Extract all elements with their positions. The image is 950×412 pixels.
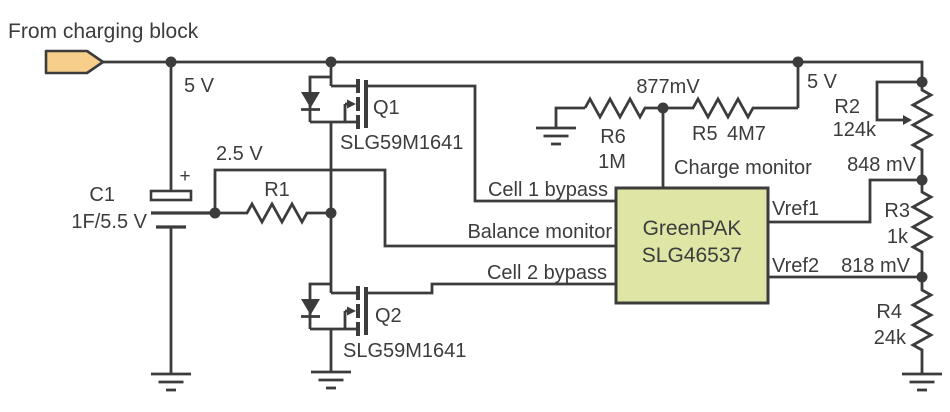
- ground-r6-icon: [536, 126, 576, 146]
- c1-polarity-mark: +: [179, 166, 190, 187]
- label-r2-value: 124k: [833, 119, 877, 141]
- label-balance-monitor: Balance monitor: [467, 221, 612, 243]
- r2-zigzag: [910, 82, 934, 180]
- r6-zigzag: [583, 96, 663, 120]
- resistor-r4: R4 24k: [874, 277, 942, 392]
- label-5v-right: 5 V: [807, 71, 838, 93]
- wire-vref1-route: [768, 178, 922, 224]
- trimmer-r2: R2 124k: [833, 80, 934, 180]
- label-vref2: Vref2: [772, 255, 819, 277]
- wire-cell2-route: [366, 282, 616, 295]
- ground-q2-icon: [311, 370, 351, 390]
- wire-cell2-bypass: Cell 2 bypass: [366, 262, 616, 295]
- wire-vref1: 848 mV Vref1: [768, 154, 922, 224]
- charging-input-tag-icon: [44, 49, 105, 75]
- label-r2-ref: R2: [834, 96, 860, 118]
- label-877mv: 877mV: [636, 76, 700, 98]
- label-r5-value: 4M7: [727, 123, 766, 145]
- junction-dot: [165, 56, 177, 68]
- label-q2-ref: Q2: [375, 305, 402, 327]
- input-connector: [44, 49, 105, 75]
- mosfet-q2: Q2 SLG59M1641: [301, 282, 466, 390]
- wire-balance-monitor: 2.5 V Balance monitor: [213, 143, 616, 248]
- title-label: From charging block: [8, 20, 199, 43]
- mosfet-q1: Q1 SLG59M1641: [301, 62, 463, 293]
- junction-dot: [916, 76, 928, 88]
- q1-body-arrow-icon: [347, 99, 356, 109]
- wire-5v-rail: [103, 60, 924, 82]
- label-r5-ref: R5: [692, 123, 718, 145]
- label-r1-ref: R1: [264, 179, 290, 201]
- r4-zigzag: [910, 277, 934, 374]
- r2-wiper-wire: [875, 80, 922, 122]
- power-rail-5v: 5 V 5 V: [103, 60, 924, 97]
- r2-wiper-arrow-icon: [903, 115, 912, 125]
- capacitor-c1: + C1 1F/5.5 V: [71, 62, 215, 392]
- label-5v-input: 5 V: [184, 75, 215, 97]
- r5-zigzag: [663, 96, 798, 120]
- junction-dot: [209, 207, 221, 219]
- wire-cell1-route: [366, 84, 616, 203]
- label-ic-name: GreenPAK: [643, 217, 742, 240]
- q2-body-diode-icon: [301, 299, 320, 315]
- c1-top-plate: [149, 189, 193, 202]
- label-c1-ref: C1: [89, 184, 115, 206]
- label-cell1-bypass: Cell 1 bypass: [488, 179, 608, 201]
- junction-dot: [916, 271, 928, 283]
- junction-dot: [792, 56, 804, 68]
- junction-dots: [165, 56, 928, 283]
- junction-dot: [916, 174, 928, 186]
- label-cell2-bypass: Cell 2 bypass: [487, 262, 607, 284]
- label-r6-ref: R6: [600, 126, 626, 148]
- greenpak-ic: GreenPAK SLG46537: [614, 186, 770, 305]
- wire-balance-route: [213, 168, 616, 248]
- label-charge-monitor: Charge monitor: [674, 157, 812, 179]
- label-q2-part: SLG59M1641: [343, 340, 466, 362]
- label-r6-value: 1M: [598, 151, 626, 173]
- resistor-r1: R1: [215, 179, 331, 225]
- divider-r6-r5: 877mV R6 1M R5 4M7 Charge monitor: [536, 62, 812, 188]
- label-ic-part: SLG46537: [642, 244, 742, 267]
- label-q1-ref: Q1: [373, 97, 400, 119]
- label-c1-value: 1F/5.5 V: [71, 211, 147, 233]
- label-r3-ref: R3: [884, 200, 910, 222]
- ground-r4-icon: [902, 372, 942, 392]
- label-vref1: Vref1: [772, 198, 819, 220]
- label-848mv: 848 mV: [847, 154, 917, 176]
- r1-zigzag: [215, 201, 331, 225]
- wire-vref2: Vref2 818 mV: [768, 255, 922, 279]
- q2-body-arrow-icon: [347, 306, 356, 316]
- q1-body-diode-icon: [301, 92, 320, 108]
- junction-dot: [657, 102, 669, 114]
- greenpak-ic-body: [614, 186, 770, 305]
- resistor-r3: R3 1k: [884, 180, 934, 277]
- r3-zigzag: [910, 180, 934, 277]
- label-q1-part: SLG59M1641: [340, 132, 463, 154]
- label-2v5: 2.5 V: [216, 143, 263, 165]
- label-r4-ref: R4: [876, 301, 902, 323]
- junction-dot: [325, 56, 337, 68]
- label-r3-value: 1k: [887, 226, 909, 248]
- junction-dot: [325, 207, 337, 219]
- ground-c1-icon: [151, 372, 191, 392]
- wire-cell1-bypass: Cell 1 bypass: [366, 84, 616, 203]
- label-818mv: 818 mV: [841, 255, 911, 277]
- label-r4-value: 24k: [874, 327, 907, 349]
- wire-r6-ground-stub: [554, 106, 585, 128]
